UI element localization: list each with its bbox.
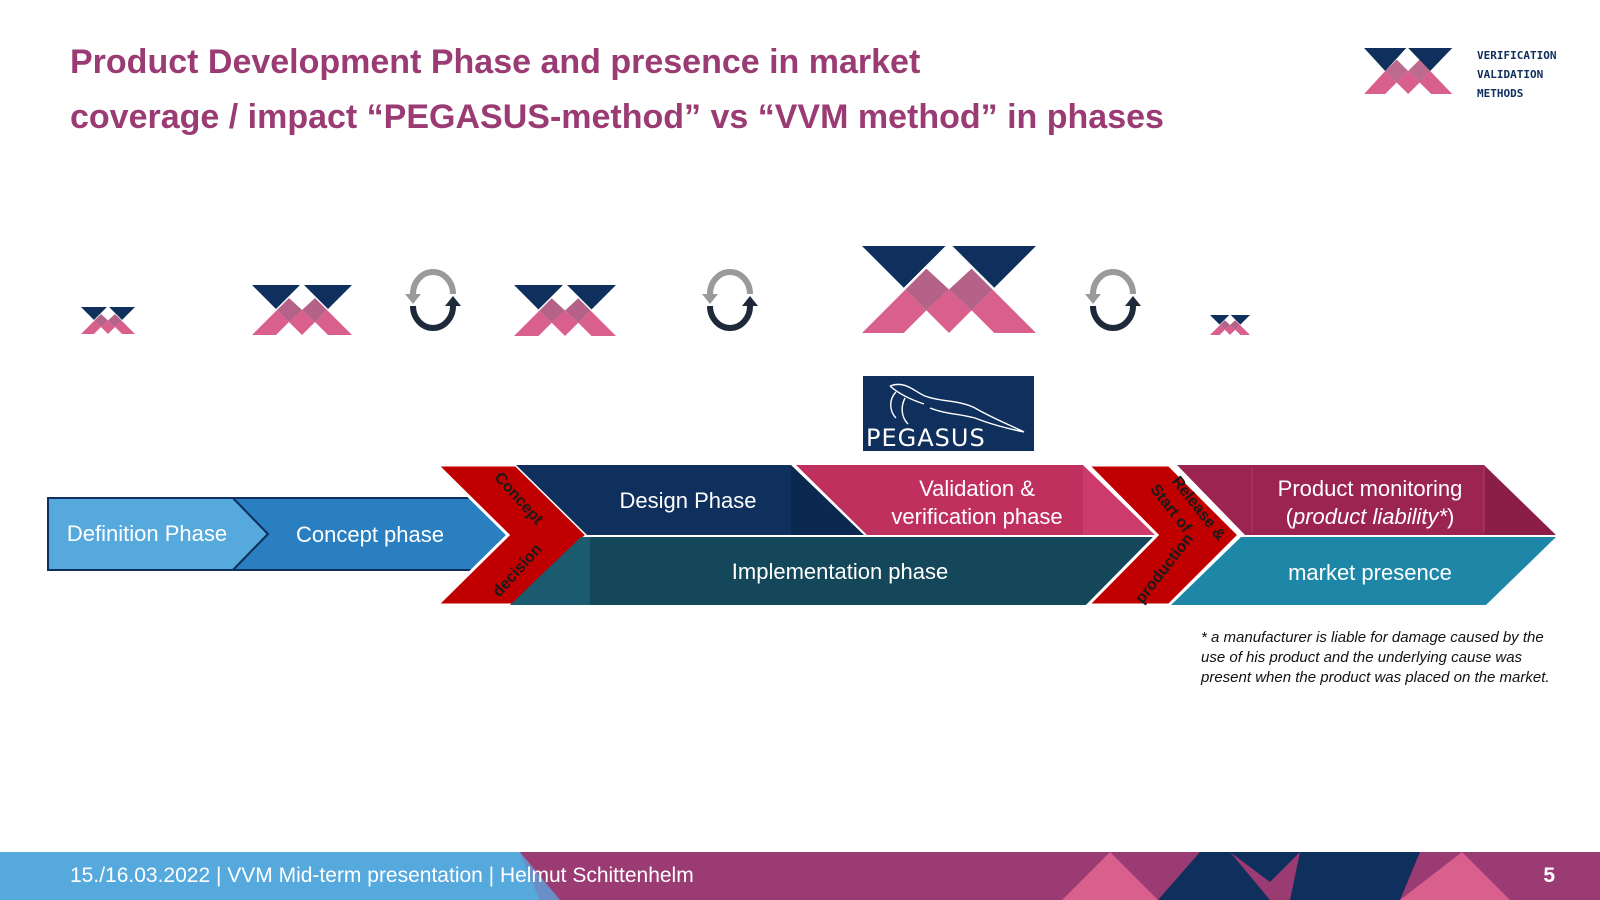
release-production-chevron: [1084, 463, 1242, 607]
product-monitoring-tip: [1484, 465, 1556, 535]
page-title: Product Development Phase and presence i…: [70, 43, 921, 81]
product-monitoring-paren-open: (: [1285, 504, 1293, 529]
design-phase-corner: [791, 465, 864, 535]
product-monitoring-label-line1: Product monitoring: [1277, 476, 1463, 501]
market-presence-label: market presence: [1288, 560, 1452, 585]
implementation-phase-arrow: [510, 537, 1155, 605]
vvm-logo-icon: [252, 285, 352, 335]
page-subtitle: coverage / impact “PEGASUS-method” vs “V…: [70, 98, 1164, 136]
product-monitoring-label-line2: (product liability*): [1255, 503, 1485, 531]
design-phase-label: Design Phase: [619, 488, 757, 513]
liability-footnote: * a manufacturer is liable for damage ca…: [1201, 629, 1550, 686]
validation-phase-tip: [1083, 465, 1155, 535]
logo-line-validation: VALIDATION: [1477, 68, 1544, 81]
vvm-logo-icon: [1364, 48, 1453, 94]
pegasus-horse-icon: [863, 376, 1034, 451]
validation-phase-label-line2: verification phase: [891, 504, 1063, 529]
vvm-logo-icon: [1210, 315, 1250, 335]
concept-phase-label: Concept phase: [296, 522, 444, 547]
vvm-logo-text: VERIFICATION VALIDATION METHODS: [1477, 46, 1556, 103]
validation-phase-label-line1: Validation &: [919, 476, 1035, 501]
vvm-logo-icon: [514, 285, 616, 336]
footer-band: [0, 852, 1600, 900]
pegasus-logo-text: PEGASUS: [866, 424, 986, 452]
logo-line-verification: VERIFICATION: [1477, 49, 1557, 62]
product-monitoring-paren-close: ): [1447, 504, 1455, 529]
vvm-logo-icon: [81, 307, 135, 334]
validation-phase-box: [796, 465, 1083, 535]
definition-phase-label: Definition Phase: [66, 521, 228, 546]
logo-line-methods: METHODS: [1477, 87, 1524, 100]
product-liability-text: product liability*: [1292, 504, 1448, 529]
implementation-phase-shade: [510, 537, 590, 605]
design-phase-box: [516, 465, 791, 535]
implementation-phase-label: Implementation phase: [731, 559, 949, 584]
iteration-cycle-icon: [702, 272, 758, 328]
market-presence-arrow: [1171, 537, 1556, 605]
page-number: 5: [1543, 864, 1555, 887]
vvm-logo-icon: [862, 246, 1036, 333]
product-monitoring-box: [1177, 465, 1484, 535]
footer-text: 15./16.03.2022 | VVM Mid-term presentati…: [70, 864, 694, 887]
iteration-cycle-icon: [1085, 272, 1141, 328]
iteration-cycle-icon: [405, 272, 461, 328]
